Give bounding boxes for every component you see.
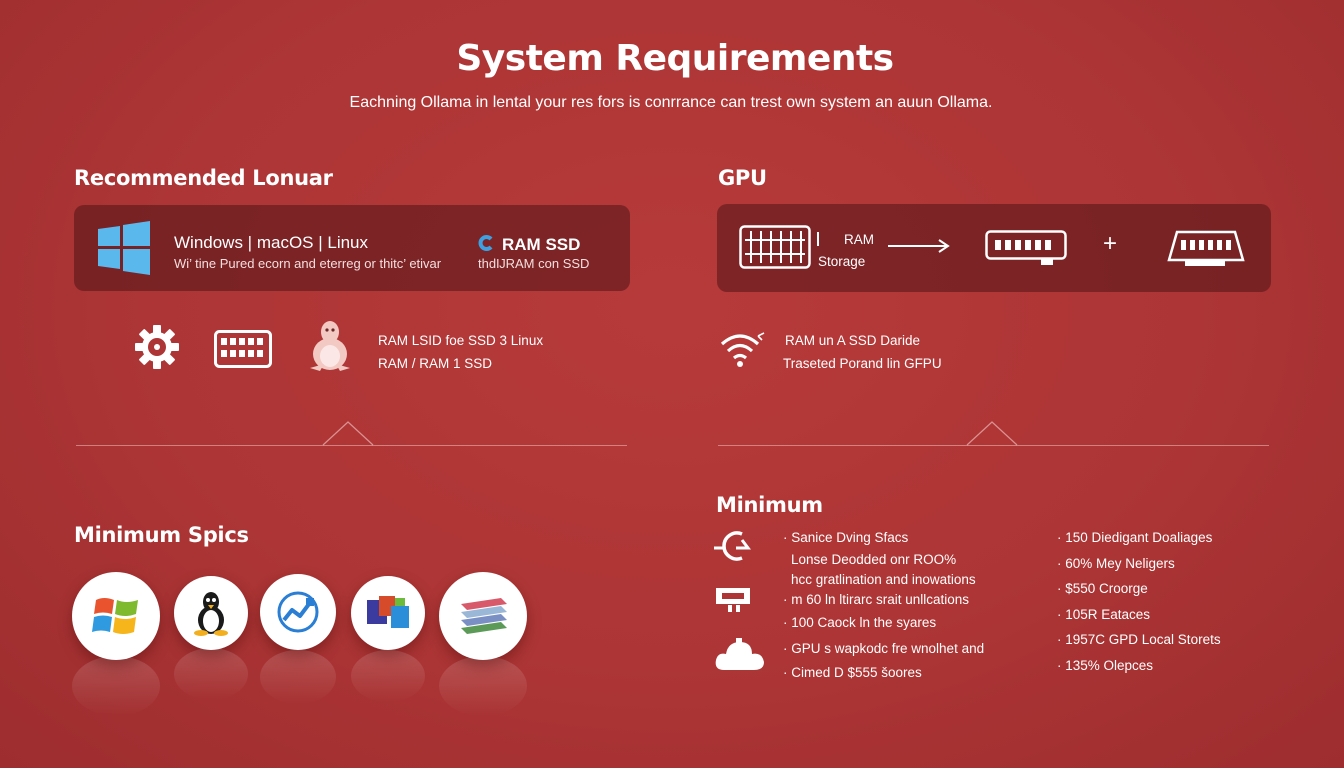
page-title: System Requirements — [456, 38, 894, 79]
gpu-heading: GPU — [718, 166, 767, 190]
minimum-specs-heading: Minimum Spics — [74, 523, 249, 547]
app-icon — [277, 591, 319, 633]
minimum-left-item: · GPU s wapkodc fre wnolhet and — [783, 641, 985, 656]
minimum-heading: Minimum — [716, 493, 823, 517]
office-suite-icon — [367, 596, 409, 628]
right-divider — [718, 445, 1269, 446]
minimum-left-item: · 100 Caock ln the syares — [783, 615, 937, 630]
minimum-right-item: · $550 Croorge — [1057, 581, 1148, 596]
minimum-right-item: · 150 Diedigant Doaliages — [1057, 530, 1213, 545]
recommended-info-line2: RAM / RAM 1 SSD — [378, 356, 493, 371]
stacked-drives-icon — [461, 598, 507, 634]
minimum-right-item: · 60% Mey Neligers — [1057, 555, 1175, 571]
gpu-panel: RAM Storage + — [717, 204, 1271, 292]
minimum-right-list: · 150 Diedigant Doaliages · 60% Mey Neli… — [1057, 525, 1221, 678]
linux-penguin-icon — [310, 321, 350, 371]
monitor-icon — [716, 588, 750, 612]
gear-icon — [135, 325, 179, 369]
page-subtitle: Eachn​ing Ollama in lental your res fors… — [349, 94, 993, 111]
windows-os-circle[interactable] — [72, 572, 160, 660]
minimum-left-item: hcc gratlination and inowations — [791, 572, 976, 587]
gpu-card-icon — [985, 230, 1067, 265]
gpu-separator — [817, 232, 819, 246]
left-divider-notch — [322, 421, 374, 446]
storage-drive-icon — [1167, 230, 1245, 266]
ram-ssd-label: RAM SSD — [502, 235, 581, 254]
ram-chip-icon — [739, 225, 811, 269]
os-description: Wi’ tine Pured ecorn and eterreg or thit… — [174, 256, 442, 271]
storage-circle-reflection — [439, 656, 527, 716]
app-circle-reflection — [260, 650, 336, 704]
tux-icon — [194, 592, 228, 636]
gpu-info-line1: RAM un A SSD Daride — [785, 333, 921, 348]
gpu-ram-label: RAM — [844, 232, 874, 247]
ram-badge-icon — [478, 235, 493, 251]
office-circle[interactable] — [351, 576, 425, 650]
plus-sign: + — [1103, 230, 1118, 257]
windows-logo-icon — [92, 598, 138, 634]
recommended-os-panel: Windows | macOS | Linux Wi’ tine Pured e… — [74, 205, 630, 291]
linux-os-circle[interactable] — [174, 576, 248, 650]
gpu-storage-label: Storage — [818, 254, 866, 269]
recommended-heading: Recommended Lonuar — [74, 166, 333, 190]
left-divider — [76, 445, 627, 446]
windows-icon — [98, 221, 150, 275]
linux-circle-reflection — [174, 648, 248, 700]
arrow-right-icon — [888, 239, 950, 253]
windows-circle-reflection — [72, 656, 160, 716]
minimum-left-item: · Cimed D $555 šoores — [783, 665, 922, 680]
storage-circle[interactable] — [439, 572, 527, 660]
minimum-left-item: · m 60 ln ltirarc srait unllcations — [783, 592, 970, 607]
minimum-right-item: · 105R Eataces — [1057, 606, 1151, 622]
right-divider-notch — [966, 421, 1018, 446]
minimum-right-item: · 135% Olepces — [1057, 657, 1154, 673]
office-circle-reflection — [351, 650, 425, 702]
minimum-left-item: Lonse Deodded onr ROO% — [791, 552, 957, 567]
refresh-arrow-icon — [714, 531, 751, 561]
gpu-info-line2: Traseted Porand lin GFPU — [783, 356, 942, 371]
wifi-icon — [720, 332, 765, 367]
memory-module-icon — [214, 330, 272, 368]
minimum-left-list: · Sanice Dving Sfacs Lonse Deodded onr R… — [783, 525, 984, 684]
ram-ssd-description: thdĲRAM con SSD — [478, 256, 590, 271]
minimum-right-item: · 1957C GPD Local Storets — [1057, 632, 1221, 647]
os-list: Windows | macOS | Linux — [174, 233, 369, 252]
app-circle[interactable] — [260, 574, 336, 650]
minimum-left-item: · Sanice Dving Sfacs — [783, 530, 909, 545]
recommended-info-line1: RAM LSID foe SSD 3 Linux — [378, 333, 544, 348]
cloud-icon — [715, 638, 764, 670]
